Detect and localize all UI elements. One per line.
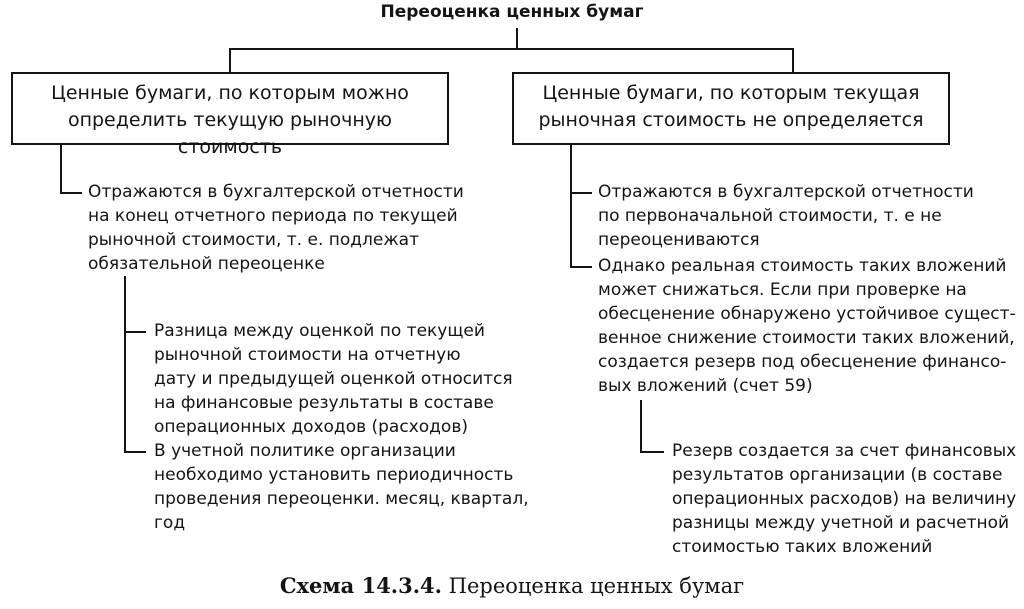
box-market-value-determinable: Ценные бумаги, по которым можно определи… — [11, 72, 449, 158]
diagram-title: Переоценка ценных бумаг — [380, 2, 644, 22]
text-line: обесценение обнаружено устойчивое сущест… — [598, 304, 1016, 324]
caption-text: Переоценка ценных бумаг — [441, 574, 745, 598]
text-line: может снижаться. Если при проверке на — [598, 280, 967, 300]
text-line: результатов организации (в составе — [672, 465, 1003, 485]
connector-left-sub-stem — [124, 276, 126, 453]
text-line: Отражаются в бухгалтерской отчетности — [598, 182, 974, 202]
box-right-line-2: рыночная стоимость не определяется — [538, 109, 924, 131]
connector-right-item1-tick — [570, 192, 592, 194]
connector-left-drop — [229, 48, 231, 72]
text-line: рыночной стоимости на отчетную — [154, 345, 461, 365]
box-right-line-1: Ценные бумаги, по которым текущая — [542, 82, 920, 104]
text-line: стоимостью таких вложений — [672, 537, 933, 557]
left-item-revaluation-frequency: В учетной политике организации необходим… — [154, 439, 529, 535]
text-line: Однако реальная стоимость таких вложений — [598, 256, 1007, 276]
connector-left-item2-tick — [124, 331, 146, 333]
text-line: необходимо установить периодичность — [154, 465, 514, 485]
right-item-impairment-reserve: Однако реальная стоимость таких вложений… — [598, 254, 1016, 398]
text-line: операционных расходов) на величину — [672, 489, 1017, 509]
text-line: дату и предыдущей оценкой относится — [154, 369, 513, 389]
connector-right-sub-stem — [640, 400, 642, 453]
left-item-valuation-difference: Разница между оценкой по текущей рыночно… — [154, 319, 513, 439]
box-left-line-1: Ценные бумаги, по которым можно — [51, 82, 409, 104]
text-line: проведения переоценки. месяц, квартал, — [154, 489, 529, 509]
text-line: вых вложений (счет 59) — [598, 376, 813, 396]
text-line: создается резерв под обесценение финансо… — [598, 352, 1007, 372]
text-line: по первоначальной стоимости, т. е не — [598, 206, 942, 226]
connector-right-stem — [570, 145, 572, 268]
text-line: операционных доходов (расходов) — [154, 417, 468, 437]
connector-left-stem — [60, 145, 62, 194]
text-line: Разница между оценкой по текущей — [154, 321, 485, 341]
text-line: В учетной политике организации — [154, 441, 456, 461]
connector-right-item2-tick — [570, 266, 592, 268]
text-line: Резерв создается за счет финансовых — [672, 441, 1017, 461]
text-line: рыночной стоимости, т. е. подлежат — [88, 230, 419, 250]
right-item-reserve-source: Резерв создается за счет финансовых резу… — [672, 439, 1016, 559]
box-left-line-2: определить текущую рыночную стоимость — [67, 109, 393, 158]
connector-left-item3-tick — [124, 451, 146, 453]
box-market-value-not-determinable: Ценные бумаги, по которым текущая рыночн… — [512, 72, 950, 145]
connector-right-item3-tick — [640, 451, 664, 453]
connector-right-drop — [792, 48, 794, 72]
connector-title-stem — [516, 28, 518, 50]
caption-label: Схема 14.3.4. — [279, 573, 442, 598]
connector-top-horizontal — [229, 48, 794, 50]
text-line: венное снижение стоимости таких вложений… — [598, 328, 1015, 348]
text-line: переоцениваются — [598, 230, 760, 250]
text-line: Отражаются в бухгалтерской отчетности — [88, 182, 464, 202]
connector-left-item1-tick — [60, 192, 82, 194]
text-line: год — [154, 513, 186, 533]
text-line: на конец отчетного периода по текущей — [88, 206, 458, 226]
text-line: на финансовые результаты в составе — [154, 393, 494, 413]
left-item-reporting-current-value: Отражаются в бухгалтерской отчетности на… — [88, 180, 464, 276]
text-line: обязательной переоценке — [88, 254, 325, 274]
right-item-reporting-initial-value: Отражаются в бухгалтерской отчетности по… — [598, 180, 974, 252]
figure-caption: Схема 14.3.4. Переоценка ценных бумаг — [0, 573, 1024, 598]
text-line: разницы между учетной и расчетной — [672, 513, 1010, 533]
